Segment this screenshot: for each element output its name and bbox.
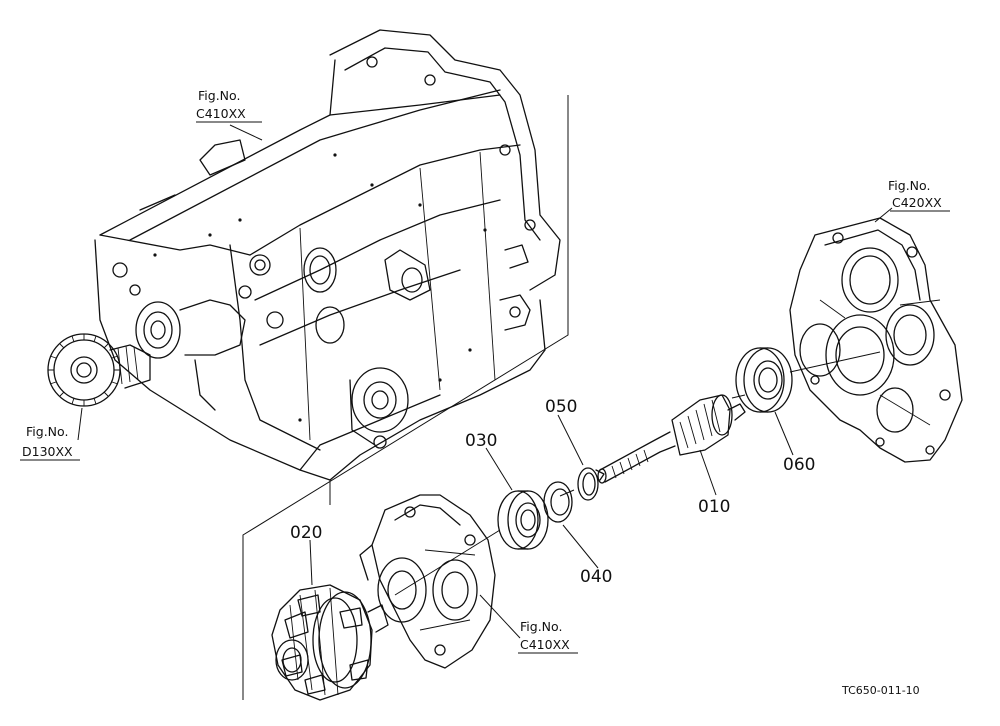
gear-case-c420 [789, 217, 963, 463]
drawing-code: TC650-011-10 [841, 684, 920, 697]
part-number-010: 010 [698, 497, 730, 517]
part-number-020: 020 [290, 523, 322, 543]
shaft-010 [597, 394, 746, 484]
ref-c420-line2: C420XX [892, 195, 942, 210]
leader-lines [77, 95, 893, 700]
ref-c410-top-line2: C410XX [196, 106, 246, 121]
gear-d130 [47, 333, 151, 407]
housing-c410-lower [359, 494, 496, 669]
bearing-030 [497, 490, 549, 550]
ref-d130-line2: D130XX [22, 444, 73, 459]
part-number-050: 050 [545, 397, 577, 417]
transmission-case [94, 29, 561, 481]
ref-d130-line1: Fig.No. [26, 424, 68, 439]
part-number-040: 040 [580, 567, 612, 587]
bearing-060 [735, 347, 793, 413]
part-number-030: 030 [465, 431, 497, 451]
ref-label-c420: Fig.No. C420XX [888, 178, 950, 212]
snap-ring-050 [577, 467, 605, 501]
ref-c420-line1: Fig.No. [888, 178, 930, 193]
ref-label-d130: Fig.No. D130XX [20, 424, 80, 461]
ref-c410-bottom-line2: C410XX [520, 637, 570, 652]
differential-020 [271, 584, 389, 701]
part-number-060: 060 [783, 455, 815, 475]
ref-c410-bottom-line1: Fig.No. [520, 619, 562, 634]
ref-label-c410-top: Fig.No. C410XX [196, 88, 262, 123]
ref-label-c410-bottom: Fig.No. C410XX [518, 619, 578, 654]
ref-c410-top-line1: Fig.No. [198, 88, 240, 103]
